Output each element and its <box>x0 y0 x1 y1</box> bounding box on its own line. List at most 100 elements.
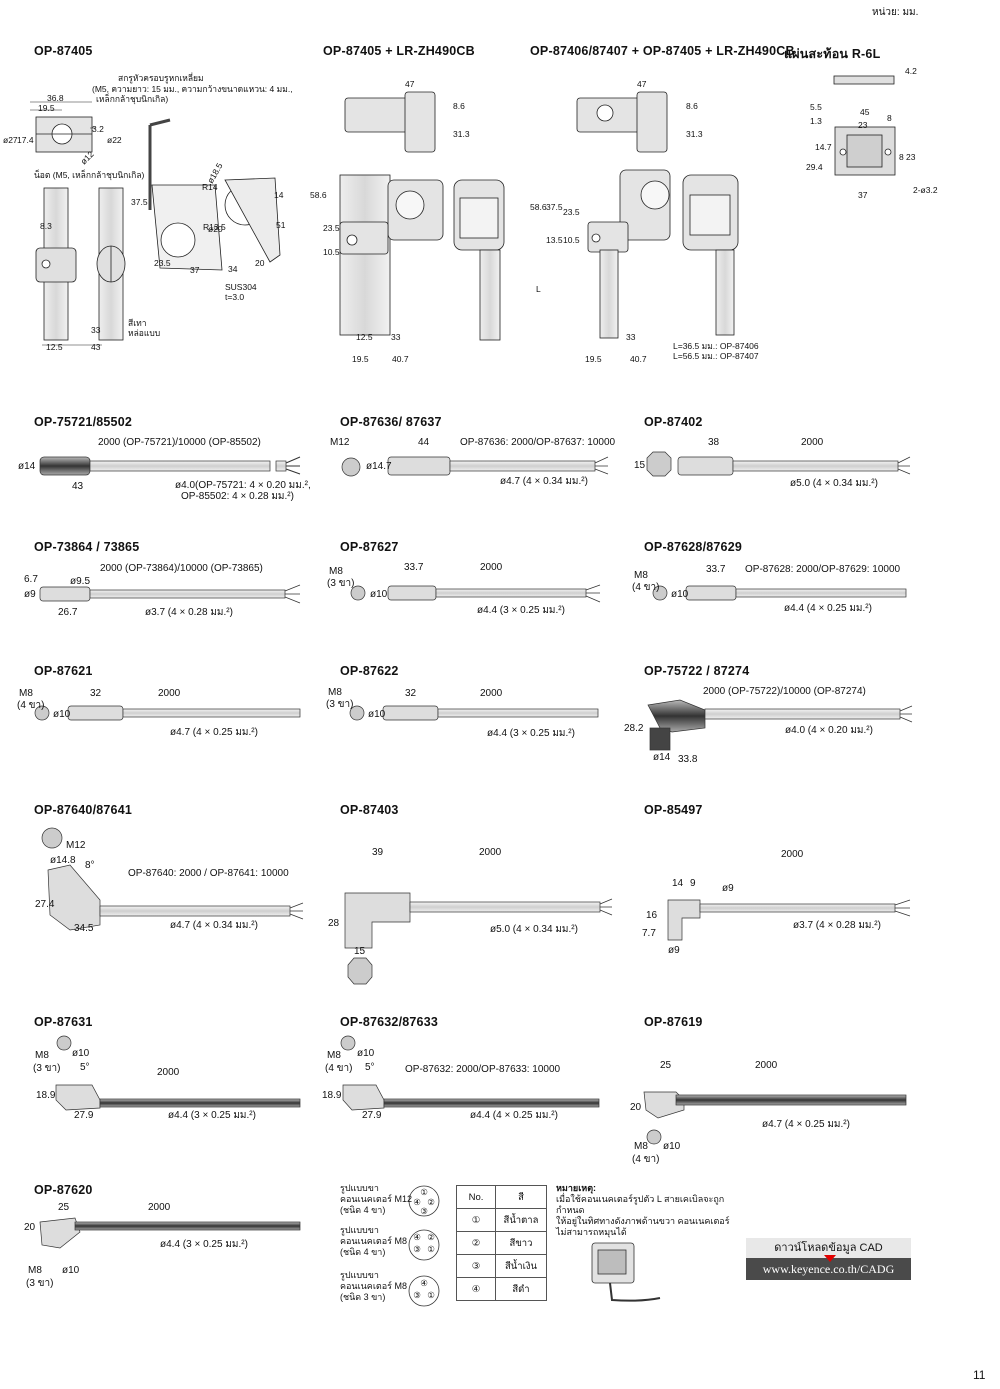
c12-a: 14 <box>672 878 684 889</box>
c13-d: ø10 <box>72 1048 90 1059</box>
c9-spec: ø4.0 (4 × 0.20 มม.²) <box>785 725 873 736</box>
assembly-drawing-2 <box>576 91 739 339</box>
header-color: สี <box>495 1185 547 1209</box>
svg-text:33: 33 <box>91 325 101 335</box>
svg-text:37.5: 37.5 <box>131 197 148 207</box>
cad-url-link[interactable]: www.keyence.co.th/CADG <box>746 1258 911 1280</box>
cable-c12 <box>667 899 911 941</box>
c16-d: ø10 <box>62 1265 80 1276</box>
c13-l: 27.9 <box>74 1110 94 1121</box>
cable-c7 <box>34 705 301 721</box>
note-title: หมายเหตุ: <box>556 1183 597 1193</box>
c12-spec: ø3.7 (4 × 0.28 มม.²) <box>793 920 881 931</box>
c14-pins: (4 ขา) <box>325 1063 353 1074</box>
cable-c3 <box>646 451 911 477</box>
c6-l: 33.7 <box>706 564 726 575</box>
c3-len: 2000 <box>801 437 824 448</box>
heading-op-87405-lr: OP-87405 + LR-ZH490CB <box>323 44 475 58</box>
c7-spec: ø4.7 (4 × 0.25 มม.²) <box>170 727 258 738</box>
c15-l: 25 <box>660 1060 672 1071</box>
c13-conn: M8 <box>35 1050 49 1061</box>
c14-l: 27.9 <box>362 1110 382 1121</box>
reflector-drawing <box>833 75 896 176</box>
c9-len: 2000 (OP-75722)/10000 (OP-87274) <box>703 686 866 697</box>
c12-len: 2000 <box>781 849 804 860</box>
c11-w: 15 <box>354 946 366 957</box>
svg-text:37.5: 37.5 <box>546 202 563 212</box>
c1-spec2: OP-85502: 4 × 0.28 มม.²) <box>181 491 294 502</box>
heading-c6: OP-87628/87629 <box>644 540 743 554</box>
svg-text:สีเทา: สีเทา <box>128 318 146 328</box>
svg-text:สกรูหัวครอบรูหกเหลี่ยม: สกรูหัวครอบรูหกเหลี่ยม <box>118 72 204 84</box>
c3-spec: ø5.0 (4 × 0.34 มม.²) <box>790 478 878 489</box>
svg-text:36.8: 36.8 <box>47 93 64 103</box>
c14-len: OP-87632: 2000/OP-87633: 10000 <box>405 1064 561 1075</box>
note-block: หมายเหตุ: เมื่อใช้คอนเนคเตอร์รูปตัว L สา… <box>556 1183 746 1238</box>
c11-spec: ø5.0 (4 × 0.34 มม.²) <box>490 924 578 935</box>
down-arrow-icon <box>824 1255 836 1262</box>
svg-text:23.5: 23.5 <box>323 223 340 233</box>
svg-text:②: ② <box>427 1232 435 1242</box>
cad-download-banner[interactable]: ดาวน์โหลดข้อมูล CAD www.keyence.co.th/CA… <box>746 1238 911 1284</box>
note-line: เมื่อใช้คอนเนคเตอร์รูปตัว L สายเคเบิลจะถ… <box>556 1194 725 1215</box>
c13-ang: 5° <box>80 1062 90 1073</box>
pin-type-m12: รูปแบบขาคอนเนคเตอร์ M12(ชนิด 4 ขา) <box>340 1183 412 1215</box>
c9-h: 28.2 <box>624 723 644 734</box>
row-color: สีดำ <box>495 1277 547 1301</box>
row-no: ② <box>456 1231 496 1255</box>
cable-c4 <box>39 584 301 604</box>
c4-a: 6.7 <box>24 574 38 585</box>
c8-len: 2000 <box>480 688 503 699</box>
svg-text:น็อต (M5, เหล็กกล้าชุบนิกเกิล): น็อต (M5, เหล็กกล้าชุบนิกเกิล) <box>34 169 145 181</box>
svg-text:14: 14 <box>274 190 284 200</box>
svg-text:ø27: ø27 <box>3 135 18 145</box>
cable-c9 <box>647 699 913 751</box>
c10-d: ø14.8 <box>50 855 76 866</box>
svg-text:43: 43 <box>91 342 101 352</box>
heading-c5: OP-87627 <box>340 540 399 554</box>
assembly-drawing-1 <box>339 91 505 341</box>
svg-text:①: ① <box>427 1290 435 1300</box>
cad-label: ดาวน์โหลดข้อมูล CAD <box>746 1238 911 1258</box>
svg-text:5.5: 5.5 <box>810 102 822 112</box>
heading-c9: OP-75722 / 87274 <box>644 664 750 678</box>
c14-conn: M8 <box>327 1050 341 1061</box>
c3-d: 15 <box>634 460 646 471</box>
svg-text:1.3: 1.3 <box>810 116 822 126</box>
c8-l: 32 <box>405 688 417 699</box>
c6-d: ø10 <box>671 589 689 600</box>
c16-spec: ø4.4 (3 × 0.25 มม.²) <box>160 1239 248 1250</box>
c14-h: 18.9 <box>322 1090 342 1101</box>
c7-pins: (4 ขา) <box>17 700 45 711</box>
svg-text:L=36.5 มม.: OP-87406: L=36.5 มม.: OP-87406 <box>673 341 759 351</box>
heading-op-87405: OP-87405 <box>34 44 93 58</box>
c14-d: ø10 <box>357 1048 375 1059</box>
heading-reflector: แผ่นสะท้อน R-6L <box>784 47 881 61</box>
svg-text:10.5: 10.5 <box>563 235 580 245</box>
svg-text:58.6: 58.6 <box>310 190 327 200</box>
row-no: ③ <box>456 1254 496 1278</box>
svg-text:51: 51 <box>276 220 286 230</box>
c4-l: 26.7 <box>58 607 78 618</box>
c14-spec: ø4.4 (4 × 0.25 มม.²) <box>470 1110 558 1121</box>
c12-h: 16 <box>646 910 658 921</box>
header-no: No. <box>456 1185 496 1209</box>
heading-c1: OP-75721/85502 <box>34 415 133 429</box>
c9-l: 33.8 <box>678 754 698 765</box>
c6-conn: M8 <box>634 570 648 581</box>
svg-text:58.6: 58.6 <box>530 202 547 212</box>
c10-ang: 8° <box>85 860 95 871</box>
c8-pins: (3 ขา) <box>326 699 354 710</box>
c11-h: 28 <box>328 918 340 929</box>
svg-text:23: 23 <box>858 120 868 130</box>
svg-text:37: 37 <box>190 265 200 275</box>
pin-type-m8-3: รูปแบบขาคอนเนคเตอร์ M8(ชนิด 3 ขา) <box>340 1270 407 1302</box>
cable-c11 <box>344 892 613 985</box>
heading-c16: OP-87620 <box>34 1183 93 1197</box>
heading-c4: OP-73864 / 73865 <box>34 540 140 554</box>
c7-d: ø10 <box>53 709 71 720</box>
c13-h: 18.9 <box>36 1090 56 1101</box>
svg-text:เหล็กกล้าชุบนิกเกิล): เหล็กกล้าชุบนิกเกิล) <box>96 93 168 105</box>
c13-spec: ø4.4 (3 × 0.25 มม.²) <box>168 1110 256 1121</box>
